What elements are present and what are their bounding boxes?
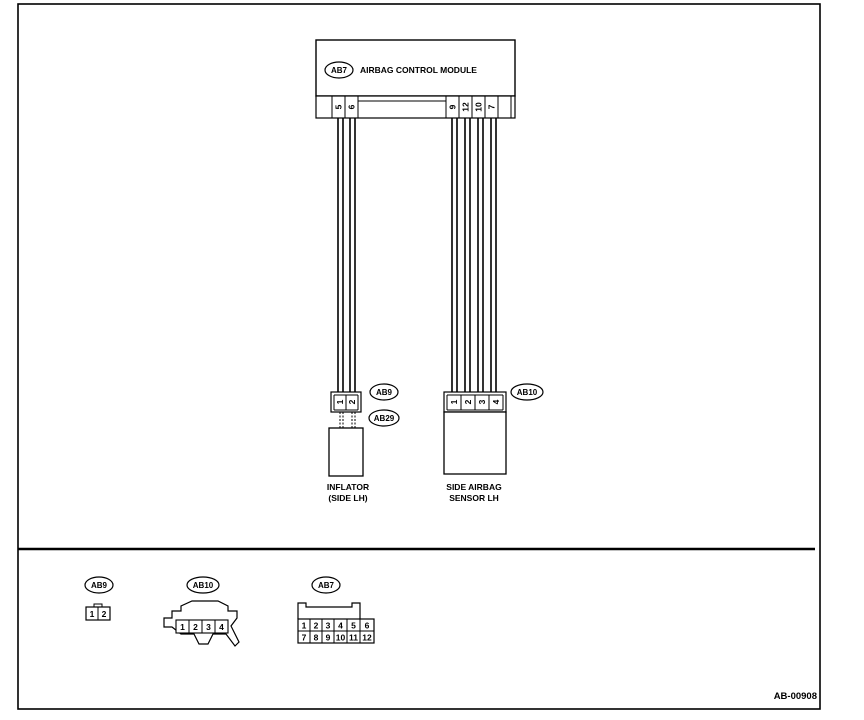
sensor-label-line1: SIDE AIRBAG	[446, 482, 502, 492]
module-pin-10: 10	[474, 102, 484, 112]
legend-ab7-pin-9: 9	[326, 633, 331, 643]
inflator-pin-2: 2	[347, 399, 357, 404]
inflator-sub-connector-tag-text: AB29	[374, 414, 395, 423]
inflator-sub-connector-tag	[368, 409, 400, 427]
legend-ab9-tag: AB9	[91, 581, 108, 590]
legend-ab10-tag: AB10	[193, 581, 214, 590]
legend-ab7-pin-2: 2	[314, 621, 319, 631]
sensor-wires	[451, 118, 497, 392]
module-connector: 5 6 9 12 10 7	[315, 95, 516, 119]
module-label: AIRBAG CONTROL MODULE	[360, 65, 477, 75]
legend-ab9: AB9 1 2	[84, 576, 114, 621]
module-pin-5: 5	[334, 104, 344, 109]
legend-ab7-pin-3: 3	[326, 621, 331, 631]
sensor-pin-1: 1	[449, 399, 459, 404]
module-connector-tag	[324, 61, 354, 79]
legend-ab7-pin-10: 10	[336, 633, 346, 643]
module-tag-text: AB7	[331, 66, 348, 75]
inflator-connector-tag-text: AB9	[376, 388, 393, 397]
sensor-body	[443, 411, 507, 475]
legend-ab7-pin-6: 6	[365, 621, 370, 631]
legend-ab7-pin-4: 4	[338, 621, 343, 631]
inflator-label-line2: (SIDE LH)	[328, 493, 367, 503]
figure-reference: AB-00908	[774, 691, 817, 702]
sensor-pin-3: 3	[477, 399, 487, 404]
inflator-connector: 1 2	[330, 391, 362, 413]
diagram-frame	[17, 3, 821, 710]
sensor-connector-tag-text: AB10	[517, 388, 538, 397]
legend-ab7-pin-7: 7	[302, 633, 307, 643]
legend-ab7-pin-1: 1	[302, 621, 307, 631]
module-pin-6: 6	[347, 104, 357, 109]
legend-ab7-pin-12: 12	[362, 633, 372, 643]
module-pin-7: 7	[487, 104, 497, 109]
legend-ab10-pin-2: 2	[193, 622, 198, 632]
sensor-connector: 1 2 3 4	[443, 391, 507, 413]
legend-ab7-pin-5: 5	[351, 621, 356, 631]
airbag-control-module: AB7 AIRBAG CONTROL MODULE	[315, 39, 516, 97]
sensor-pin-4: 4	[491, 399, 501, 404]
sensor-connector-tag	[510, 383, 544, 401]
legend-ab7-tag: AB7	[318, 581, 335, 590]
sensor-pin-2: 2	[463, 399, 473, 404]
inflator-wires	[337, 118, 356, 392]
legend-ab10-pin-1: 1	[180, 622, 185, 632]
legend-ab9-pin-2: 2	[102, 609, 107, 619]
legend-ab10: AB10 1 2 3 4	[163, 576, 240, 647]
legend-ab9-pin-1: 1	[90, 609, 95, 619]
legend-ab7-pin-8: 8	[314, 633, 319, 643]
inflator-body	[328, 427, 364, 477]
inflator-short-wires	[339, 412, 356, 428]
sensor-label-line2: SENSOR LH	[449, 493, 499, 503]
legend-ab7: AB7 1 2 3 4 5 6 7 8 9 10 11 12	[297, 576, 375, 644]
inflator-pin-1: 1	[335, 399, 345, 404]
legend-ab10-pin-4: 4	[219, 622, 224, 632]
legend-ab10-pin-3: 3	[206, 622, 211, 632]
module-pin-9: 9	[448, 104, 458, 109]
inflator-label-line1: INFLATOR	[327, 482, 369, 492]
module-pin-12: 12	[461, 102, 471, 112]
inflator-connector-tag	[369, 383, 399, 401]
legend-ab7-pin-11: 11	[349, 633, 358, 643]
